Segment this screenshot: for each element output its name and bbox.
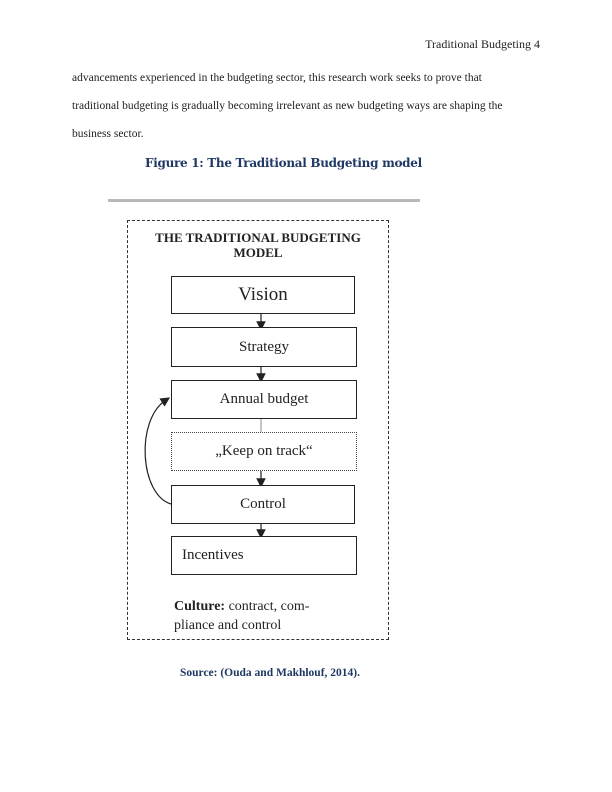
- culture-text-1: contract, com-: [225, 599, 310, 614]
- box-strategy: Strategy: [171, 327, 357, 367]
- box-incentives: Incentives: [171, 536, 357, 575]
- box-keep-on-track: „Keep on track“: [171, 432, 357, 471]
- figure-frame: [127, 220, 389, 640]
- box-annual-budget: Annual budget: [171, 380, 357, 419]
- culture-text-2: pliance and control: [174, 618, 282, 633]
- figure-caption: Figure 1: The Traditional Budgeting mode…: [145, 156, 422, 170]
- figure-top-rule: [108, 199, 420, 202]
- running-head: Traditional Budgeting 4: [425, 37, 540, 51]
- culture-note: Culture: contract, com- pliance and cont…: [174, 597, 309, 635]
- model-title: THE TRADITIONAL BUDGETING MODEL: [127, 230, 389, 260]
- body-text-line-3: business sector.: [72, 128, 144, 140]
- model-title-line-2: MODEL: [233, 245, 283, 260]
- body-text-line-1: advancements experienced in the budgetin…: [72, 72, 482, 84]
- culture-label: Culture:: [174, 599, 226, 614]
- model-title-line-1: THE TRADITIONAL BUDGETING: [155, 230, 361, 245]
- figure-source: Source: (Ouda and Makhlouf, 2014).: [180, 667, 360, 679]
- body-text-line-2: traditional budgeting is gradually becom…: [72, 100, 503, 112]
- box-control: Control: [171, 485, 355, 524]
- box-vision: Vision: [171, 276, 355, 314]
